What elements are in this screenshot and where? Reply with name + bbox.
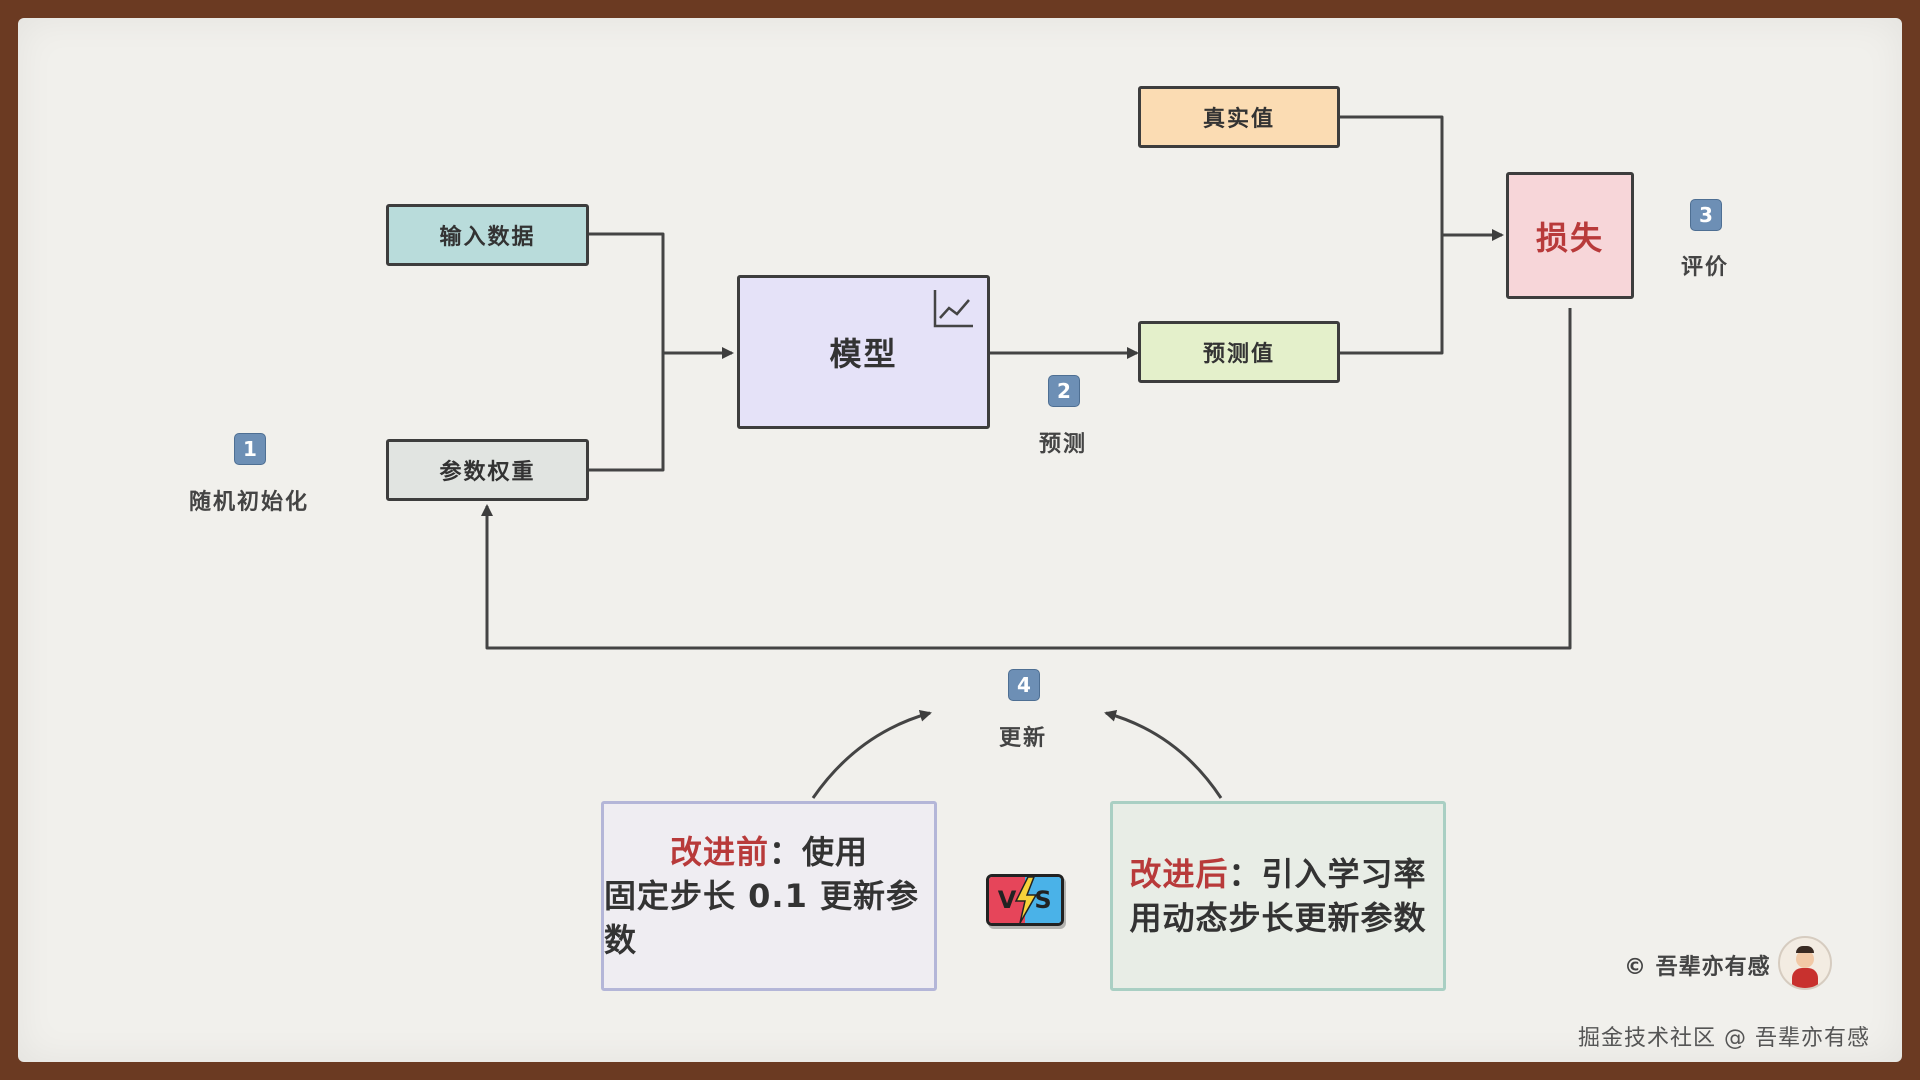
compare-before-box: 改进前：使用 固定步长 0.1 更新参数 [601, 801, 937, 991]
edge-true-to-loss [1340, 115, 1444, 235]
step-badge-4: 4 [1008, 669, 1040, 701]
step-label-evaluate: 评价 [1680, 255, 1729, 280]
compare-after-line1: 改进后：引入学习率 [1129, 852, 1426, 896]
node-param-weights-label: 参数权重 [439, 460, 536, 485]
curve-before-to-update [811, 709, 932, 799]
step-label-init: 随机初始化 [188, 490, 309, 515]
copyright-text: © 吾辈亦有感 [1624, 955, 1771, 980]
compare-before-line1: 改进前：使用 [670, 830, 868, 874]
diagram-canvas: 输入数据 参数权重 模型 真实值 预测值 损失 1 随机初始化 2 预测 3 评… [18, 18, 1902, 1062]
edge-weights-to-model [589, 353, 665, 472]
lightning-icon [1014, 877, 1038, 923]
compare-after-box: 改进后：引入学习率 用动态步长更新参数 [1110, 801, 1446, 991]
node-input-data-label: 输入数据 [439, 225, 536, 250]
node-input-data: 输入数据 [386, 204, 589, 266]
node-model-label: 模型 [829, 335, 898, 373]
connector-layer [481, 115, 1572, 799]
edge-loss-feedback [481, 308, 1572, 650]
compare-before-line2: 固定步长 0.1 更新参数 [604, 877, 919, 959]
compare-after-line1-text: ：引入学习率 [1228, 855, 1427, 893]
compare-before-title: 改进前 [669, 833, 769, 871]
edge-predicted-to-loss [1340, 235, 1444, 355]
compare-after-line2: 用动态步长更新参数 [1129, 899, 1427, 937]
step-label-predict: 预测 [1038, 432, 1087, 457]
node-predicted-value: 预测值 [1138, 321, 1340, 383]
avatar [1778, 936, 1832, 990]
step-badge-1: 1 [234, 433, 266, 465]
step-badge-2: 2 [1048, 375, 1080, 407]
edge-input-to-model [589, 232, 665, 353]
node-true-value-label: 真实值 [1202, 107, 1275, 132]
compare-after-title: 改进后 [1129, 855, 1229, 893]
chart-line-icon [933, 290, 973, 328]
node-param-weights: 参数权重 [386, 439, 589, 501]
compare-before-line1-text: ：使用 [769, 833, 869, 871]
curve-after-to-update [1104, 709, 1223, 799]
node-model: 模型 [737, 275, 990, 429]
vs-icon: V S [986, 874, 1064, 926]
step-label-update: 更新 [998, 726, 1047, 751]
node-loss-label: 损失 [1535, 218, 1604, 257]
step-badge-3: 3 [1690, 199, 1722, 231]
node-loss: 损失 [1506, 172, 1634, 299]
node-true-value: 真实值 [1138, 86, 1340, 148]
node-predicted-value-label: 预测值 [1202, 342, 1275, 367]
watermark-text: 掘金技术社区 @ 吾辈亦有感 [1578, 1026, 1870, 1051]
